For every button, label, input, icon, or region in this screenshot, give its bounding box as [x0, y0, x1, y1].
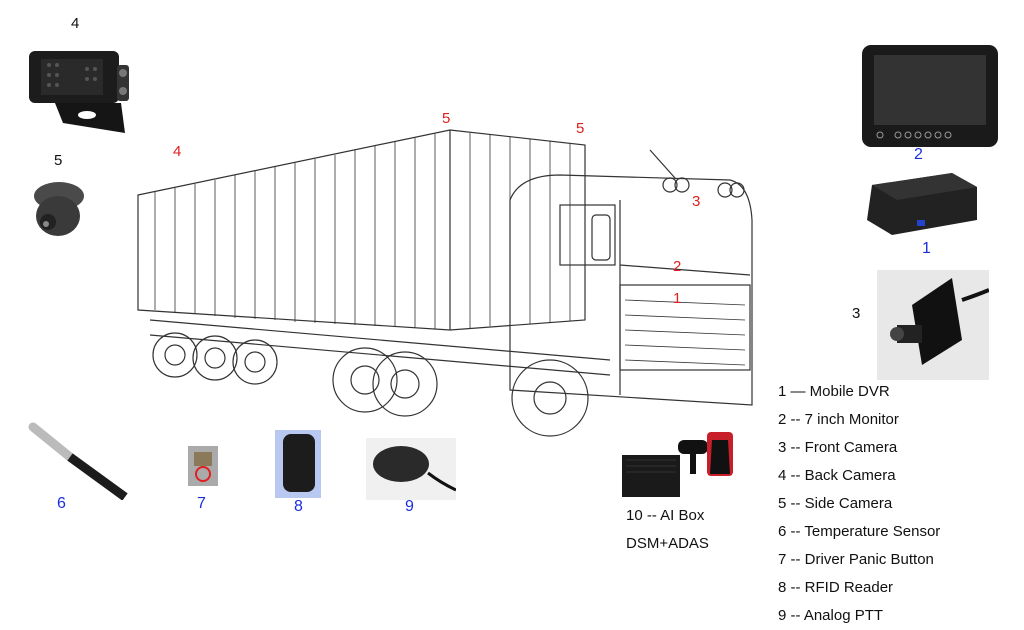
marker-front-camera: 3 — [692, 193, 701, 210]
legend-item: 8 -- RFID Reader — [778, 579, 894, 596]
legend-item: 5 -- Side Camera — [778, 495, 893, 512]
panic-button-label: 7 — [197, 495, 206, 512]
monitor-image — [862, 45, 998, 147]
marker-side-camera-left: 5 — [442, 110, 451, 127]
temperature-sensor-label: 6 — [57, 495, 66, 512]
analog-ptt-image — [366, 438, 456, 500]
marker-side-camera-right: 5 — [576, 120, 585, 137]
legend-item: 1 — Mobile DVR — [778, 383, 890, 400]
front-camera-image — [877, 270, 989, 380]
truck-diagram — [137, 129, 753, 437]
marker-back-camera: 4 — [173, 143, 182, 160]
legend-item: 2 -- 7 inch Monitor — [778, 411, 899, 428]
legend-item: 6 -- Temperature Sensor — [778, 523, 941, 540]
legend-item: 4 -- Back Camera — [778, 467, 896, 484]
marker-mobile-dvr: 1 — [673, 290, 682, 307]
front-camera-label: 3 — [852, 305, 861, 322]
ai-box-subtitle: DSM+ADAS — [626, 535, 709, 552]
ai-box-caption: 10 -- AI Box DSM+ADAS — [626, 502, 709, 558]
marker-monitor: 2 — [673, 258, 682, 275]
ai-box-image — [622, 432, 733, 497]
back-camera-image — [29, 51, 129, 133]
ai-box-title: 10 -- AI Box — [626, 507, 705, 524]
rfid-reader-label: 8 — [294, 498, 303, 515]
mobile-dvr-label: 1 — [922, 240, 931, 257]
analog-ptt-label: 9 — [405, 498, 414, 515]
legend-item: 9 -- Analog PTT — [778, 607, 884, 624]
mobile-dvr-image — [867, 173, 977, 235]
legend-item: 7 -- Driver Panic Button — [778, 551, 934, 568]
rfid-reader-image — [275, 430, 321, 498]
temperature-sensor-image — [28, 422, 128, 500]
back-camera-label: 4 — [71, 15, 80, 32]
legend-item: 3 -- Front Camera — [778, 439, 898, 456]
side-camera-image — [34, 182, 84, 236]
monitor-label: 2 — [914, 146, 923, 163]
legend: 1 — Mobile DVR 2 -- 7 inch Monitor 3 -- … — [778, 378, 940, 630]
side-camera-label: 5 — [54, 152, 63, 169]
panic-button-image — [188, 446, 218, 486]
